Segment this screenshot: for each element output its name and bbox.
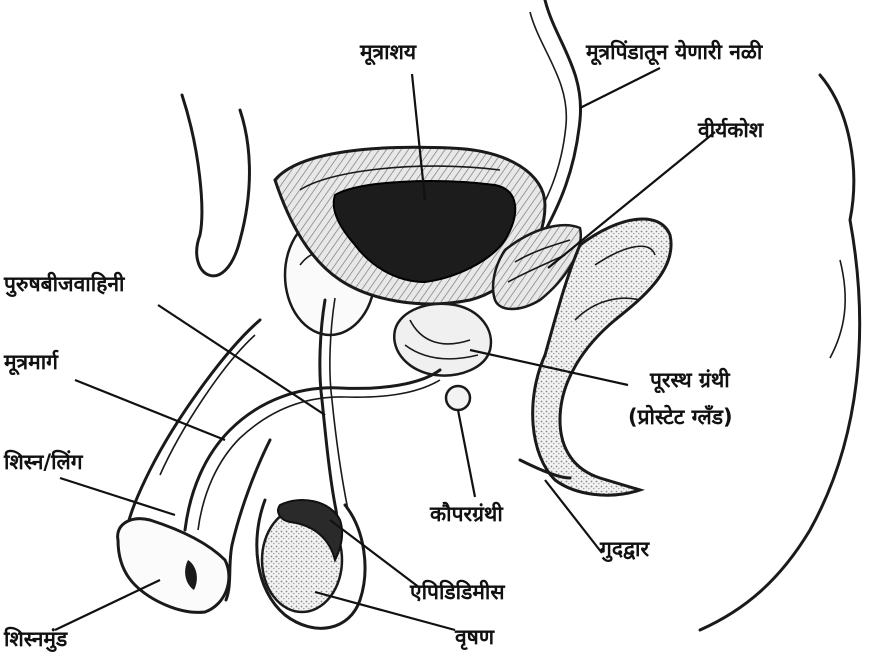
leader-glans [55,580,160,630]
prostate-shape [394,304,491,376]
leader-penis [60,478,175,515]
label-seminal-vesicle: वीर्यकोश [698,118,763,142]
label-vas-deferens: पुरुषबीजवाहिनी [4,272,124,296]
label-testis: वृषण [455,625,494,649]
label-cowper: कौपरग्रंथी [430,502,503,526]
label-epididymis: एपिडिडिमीस [410,580,505,604]
label-prostate-line2: (प्रोस्टेट ग्लँड) [628,405,733,429]
leader-cowper [458,410,475,497]
leader-ureter [580,68,660,108]
label-prostate-line1: पूरस्थ ग्रंथी [650,368,730,392]
label-anus: गुदद्वार [600,537,649,561]
leader-urethra [75,380,225,440]
label-glans: शिस्नमुंड [4,627,67,651]
glans-shape [118,519,229,613]
cowper-gland-shape [446,386,470,410]
label-urethra: मूत्रमार्ग [4,350,58,374]
abdomen-outline [182,95,249,276]
thigh-outline [700,75,860,630]
label-ureter: मूत्रपिंडातून येणारी नळी [586,40,762,64]
posterior-outline [830,260,845,358]
label-bladder: मूत्राशय [360,40,416,64]
label-penis: शिस्न/लिंग [4,450,83,474]
leader-epididymis [330,520,420,588]
